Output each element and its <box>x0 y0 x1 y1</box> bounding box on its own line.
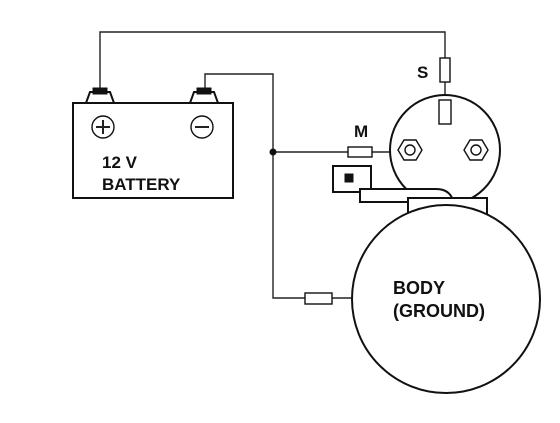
battery-negative-post-cap <box>196 87 212 95</box>
s-terminal-tab <box>438 99 452 125</box>
battery-voltage-label: 12 V <box>102 153 138 172</box>
m-terminal-stud <box>404 144 416 156</box>
body-label-line1: BODY <box>393 278 445 298</box>
m-terminal-label: M <box>354 122 368 141</box>
body-probe-clip <box>304 292 333 305</box>
wires <box>99 31 446 299</box>
wire-positive-to-s-terminal <box>99 31 446 88</box>
battery-positive-post <box>84 91 116 104</box>
wire-negative-to-ground <box>204 73 305 299</box>
motor-body <box>351 204 541 394</box>
wire-junction-dot <box>269 148 277 156</box>
b-terminal-stud <box>470 144 482 156</box>
s-terminal-clip <box>439 57 451 83</box>
battery: 12 V BATTERY <box>72 87 234 199</box>
m-terminal-clip <box>347 146 373 158</box>
battery-negative-post <box>188 91 220 104</box>
strap-bracket-hole <box>344 173 354 183</box>
battery-positive-post-cap <box>92 87 108 95</box>
starter-motor: BODY (GROUND) <box>304 204 541 394</box>
s-terminal-label: S <box>417 63 428 82</box>
body-label-line2: (GROUND) <box>393 301 485 321</box>
battery-name-label: BATTERY <box>102 175 181 194</box>
